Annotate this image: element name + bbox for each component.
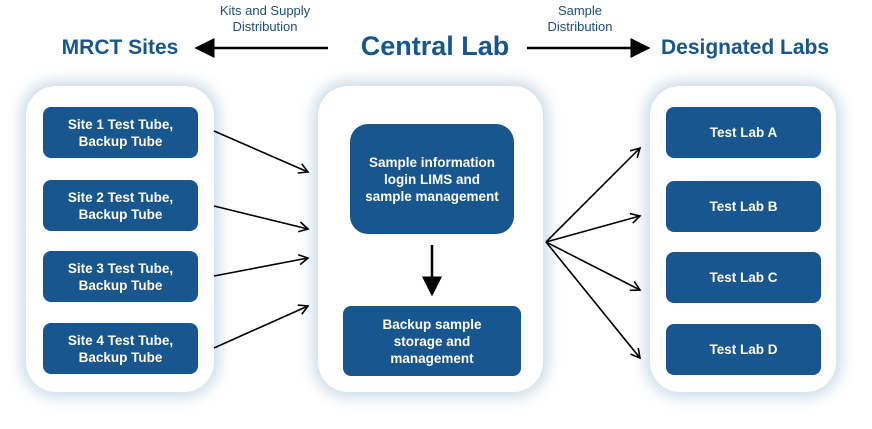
site-2-node: Site 2 Test Tube, Backup Tube xyxy=(43,180,198,231)
heading-designated-labs: Designated Labs xyxy=(660,36,830,59)
arrow-central-to-lab-c xyxy=(545,241,642,292)
site-3-node: Site 3 Test Tube, Backup Tube xyxy=(43,251,198,302)
central-backup-node: Backup sample storage and management xyxy=(343,306,521,376)
label-kits-supply-distribution: Kits and Supply Distribution xyxy=(219,3,311,34)
arrow-central-to-lab-b xyxy=(545,212,642,243)
arrow-site-4-to-central xyxy=(213,304,310,349)
arrow-site-2-to-central xyxy=(213,205,310,233)
arrow-site-1-to-central xyxy=(213,130,310,174)
arrow-central-to-lab-a xyxy=(545,146,642,243)
test-lab-d-node: Test Lab D xyxy=(666,324,821,375)
test-lab-c-node: Test Lab C xyxy=(666,252,821,303)
label-sample-distribution: Sample Distribution xyxy=(547,3,613,34)
test-lab-a-node: Test Lab A xyxy=(666,107,821,158)
arrow-site-3-to-central xyxy=(213,254,310,277)
site-1-node: Site 1 Test Tube, Backup Tube xyxy=(43,107,198,158)
heading-mrct-sites: MRCT Sites xyxy=(61,36,179,59)
central-process-node: Sample information login LIMS and sample… xyxy=(350,124,514,234)
site-4-node: Site 4 Test Tube, Backup Tube xyxy=(43,323,198,374)
arrow-central-to-lab-d xyxy=(545,241,642,360)
test-lab-b-node: Test Lab B xyxy=(666,181,821,232)
heading-central-lab: Central Lab xyxy=(360,31,510,61)
